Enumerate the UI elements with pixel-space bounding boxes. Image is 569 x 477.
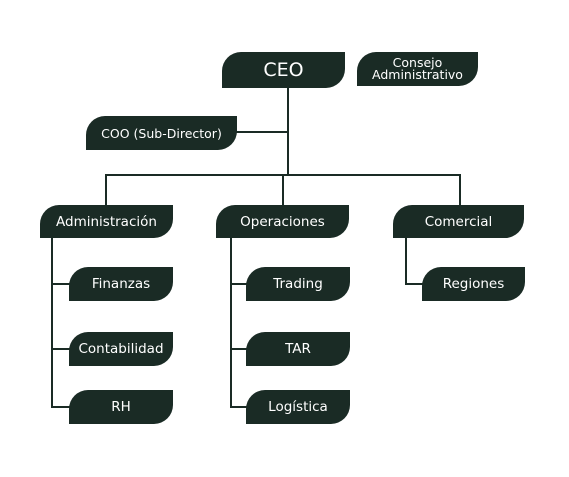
subunit-node-tar: TAR <box>246 332 350 366</box>
board-label-line1: Consejo <box>392 55 443 70</box>
department-node-comercial: Comercial <box>393 205 524 238</box>
subunit-label: RH <box>111 399 131 415</box>
subunit-node-finanzas: Finanzas <box>69 267 173 301</box>
coo-label: COO (Sub-Director) <box>101 125 222 141</box>
board-label-line2: Administrativo <box>372 67 463 82</box>
subunit-label: Regiones <box>442 276 505 292</box>
department-label: Operaciones <box>240 213 325 230</box>
ceo-label: CEO <box>263 59 304 81</box>
department-label: Administración <box>56 213 157 230</box>
board-node: Consejo Administrativo <box>357 52 478 86</box>
ceo-node: CEO <box>222 52 345 88</box>
coo-node: COO (Sub-Director) <box>86 116 237 150</box>
subunit-label: Contabilidad <box>78 341 164 357</box>
department-label: Comercial <box>424 213 493 230</box>
subunit-node-regiones: Regiones <box>422 267 525 301</box>
department-node-operaciones: Operaciones <box>216 205 349 238</box>
subunit-label: Logística <box>268 399 328 415</box>
subunit-node-contabilidad: Contabilidad <box>69 332 173 366</box>
department-node-administracion: Administración <box>40 205 173 238</box>
subunit-label: Trading <box>273 276 323 292</box>
subunit-label: Finanzas <box>91 276 151 292</box>
subunit-label: TAR <box>285 341 311 357</box>
subunit-node-rh: RH <box>69 390 173 424</box>
subunit-node-logistica: Logística <box>246 390 350 424</box>
subunit-node-trading: Trading <box>246 267 350 301</box>
